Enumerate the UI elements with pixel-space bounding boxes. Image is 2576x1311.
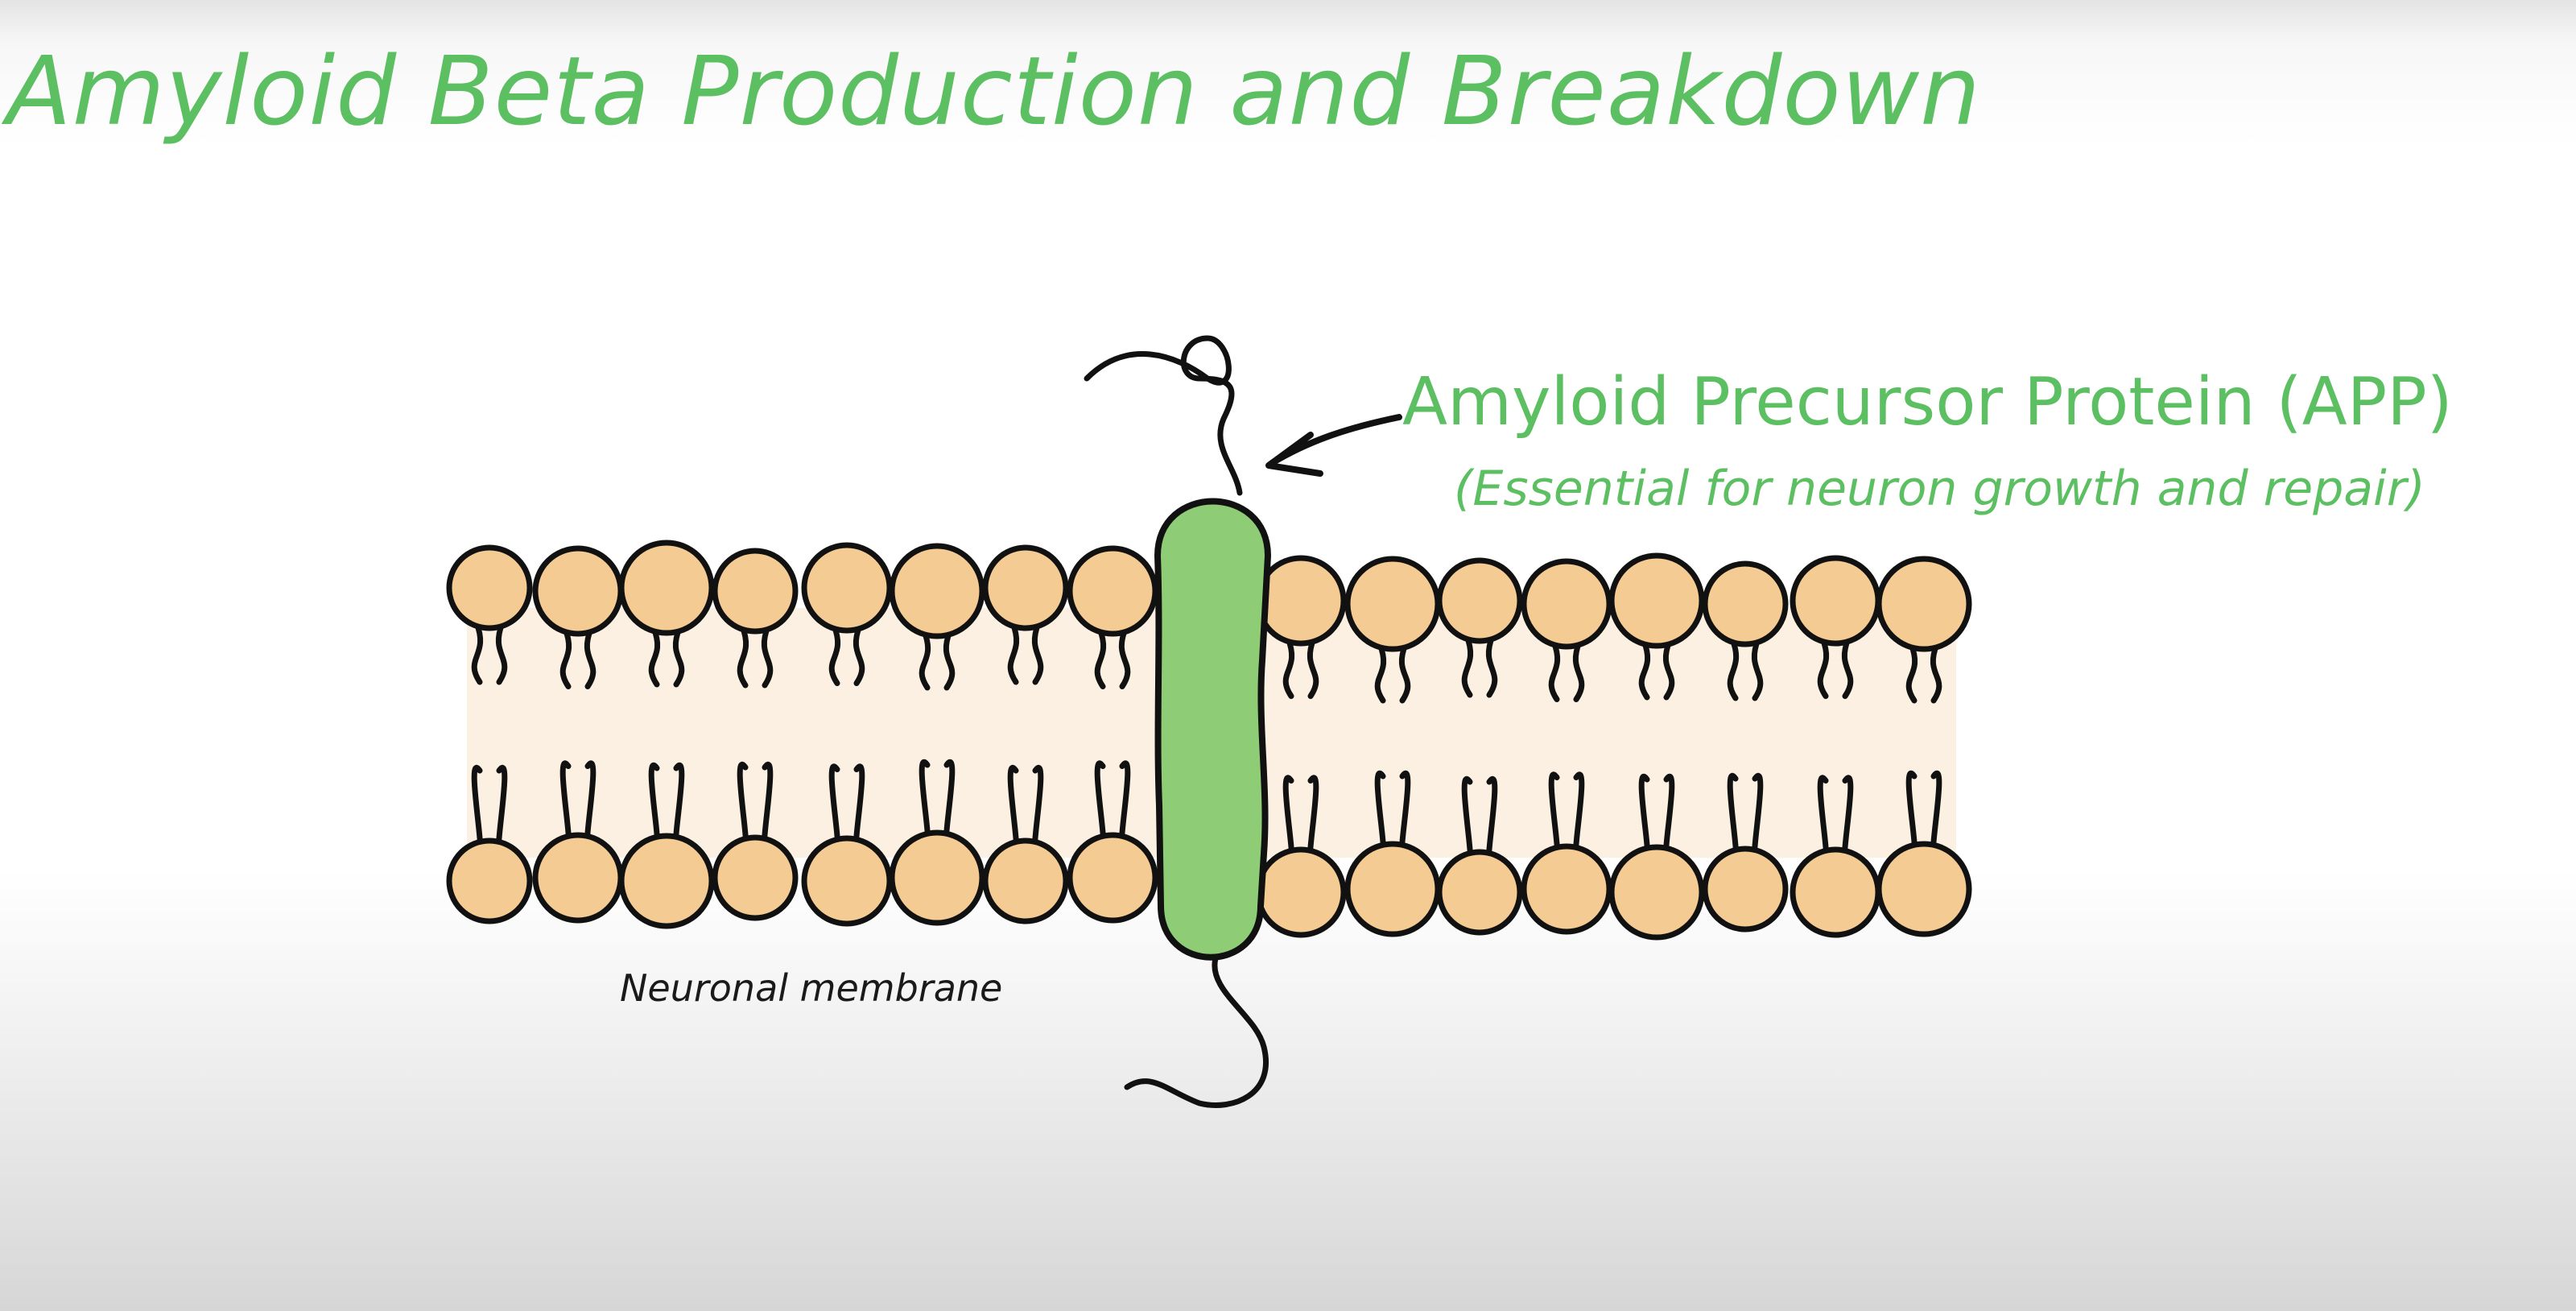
lipid-head [1702,560,1789,647]
app-note: (Essential for neuron growth and repair) [1454,461,2425,517]
lipid-tail [1548,639,1561,702]
lipid-bilayer [446,540,1972,941]
lipid-tail [1905,641,1918,704]
lipid-head [801,835,893,927]
lipid-tail [1817,635,1830,699]
lipid-head [1702,846,1789,933]
lipid-tail [761,623,774,689]
lipid-head [982,544,1069,631]
lipid-tail [1727,636,1740,701]
lipid-head [532,832,624,924]
lipid-tail [1485,633,1498,698]
lipid-tail [1031,620,1044,685]
slide-title: Amyloid Beta Production and Breakdown [6,35,1981,147]
app-label: Amyloid Precursor Protein (APP) [1402,364,2453,440]
lipid-tail [1374,641,1387,704]
lipid-tail [1118,626,1131,689]
lipid-tail [471,620,484,685]
lipid-tail [919,628,931,691]
lipid-head [1436,849,1523,936]
lipid-tail [584,626,597,689]
lipid-tail [1007,620,1020,685]
lipid-head [1521,843,1612,935]
lipid-head [1255,555,1347,647]
lipid-head [1608,844,1705,941]
lipid-head [1790,846,1881,938]
lipid-head [1067,545,1158,637]
lipid-tail [1398,641,1411,704]
lipid-tail [559,626,572,689]
app-arrow [1269,414,1402,466]
membrane-label: Neuronal membrane [620,966,1003,1010]
lipid-head [1608,552,1705,649]
lipid-tail [1094,626,1107,689]
app-extracellular-tail [1084,335,1243,496]
lipid-head [532,545,624,637]
lipid-tail [1841,635,1854,699]
lipid-head [1344,556,1441,652]
lipid-tail [1751,636,1764,701]
lipid-head [446,544,533,631]
lipid-tail [1461,633,1474,698]
lipid-head [1255,846,1347,938]
lipid-head [1436,557,1523,644]
lipid-head [801,542,893,634]
lipid-tail [828,622,841,686]
lipid-head [982,837,1069,924]
lipid-tail [1282,635,1295,699]
app-protein [1154,498,1271,961]
lipid-tail [737,623,749,689]
lipid-head [1790,555,1881,647]
lipid-head [446,837,533,924]
lipid-head [889,829,985,926]
lipid-tail [943,628,956,691]
lipid-tail [1572,639,1585,702]
lipid-head [889,543,985,639]
app-intracellular-tail [1124,955,1269,1108]
lipid-tail [1307,635,1319,699]
lipid-head [1344,841,1441,937]
lipid-head [1067,832,1158,924]
lipid-head [712,834,799,921]
lipid-tail [1638,638,1651,701]
lipid-tail [852,622,865,686]
lipid-tail [1662,638,1675,701]
lipid-head [712,548,799,635]
lipid-head [618,833,715,929]
lipid-tail [1930,641,1942,704]
lipid-head [618,540,715,636]
lipid-head [1876,556,1972,652]
lipid-head [1876,841,1972,937]
lipid-tail [495,620,508,685]
app-arrowhead [1265,432,1323,477]
lipid-head [1521,558,1612,650]
lipid-tail [648,625,661,688]
lipid-tail [672,625,685,688]
